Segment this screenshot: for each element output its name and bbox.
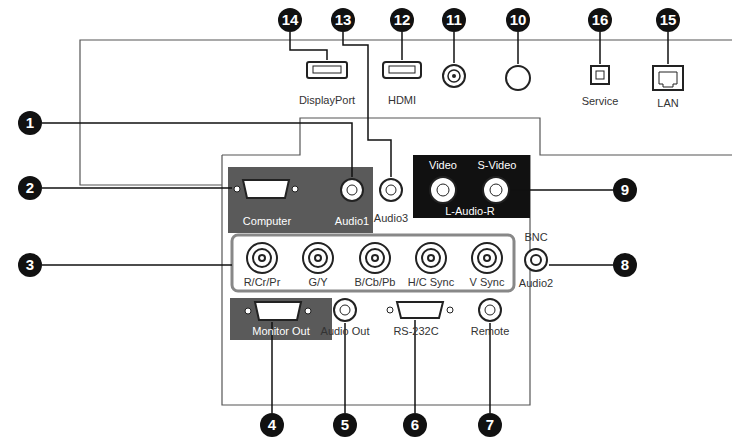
port-label: B/Cb/Pb	[355, 276, 396, 289]
port-label: BNC	[524, 231, 547, 244]
callout-number: 7	[478, 413, 502, 437]
port-label: R/Cr/Pr	[244, 276, 281, 289]
port-label: G/Y	[309, 276, 328, 289]
port-label: H/C Sync	[408, 276, 454, 289]
port-label: RS-232C	[393, 325, 438, 338]
callout-number: 1	[18, 111, 42, 135]
port-label: DisplayPort	[299, 94, 355, 107]
port-label: Remote	[471, 325, 510, 338]
callout-number: 16	[588, 8, 612, 32]
port-label: Monitor Out	[252, 325, 309, 338]
callout-number: 3	[18, 253, 42, 277]
port-label: HDMI	[388, 94, 416, 107]
callout-number: 13	[331, 8, 355, 32]
callout-number: 5	[333, 413, 357, 437]
port-label: Service	[582, 95, 619, 108]
callout-number: 14	[278, 8, 302, 32]
callout-number: 4	[260, 413, 284, 437]
port-label: Computer	[243, 215, 291, 228]
port-label: Video	[429, 159, 457, 172]
callout-number: 10	[506, 8, 530, 32]
port-label: Audio Out	[321, 325, 370, 338]
callout-number: 12	[390, 8, 414, 32]
callout-number: 9	[613, 178, 637, 202]
callout-number: 8	[613, 253, 637, 277]
port-label: V Sync	[470, 276, 505, 289]
callout-number: 11	[442, 8, 466, 32]
port-label: LAN	[657, 97, 678, 110]
port-label: Audio3	[374, 212, 408, 225]
callout-number: 2	[18, 176, 42, 200]
callout-number: 15	[656, 8, 680, 32]
port-label: Audio1	[335, 215, 369, 228]
callout-number: 6	[403, 413, 427, 437]
port-label: S-Video	[478, 159, 517, 172]
port-label: Audio2	[519, 277, 553, 290]
port-label: L-Audio-R	[445, 205, 495, 218]
